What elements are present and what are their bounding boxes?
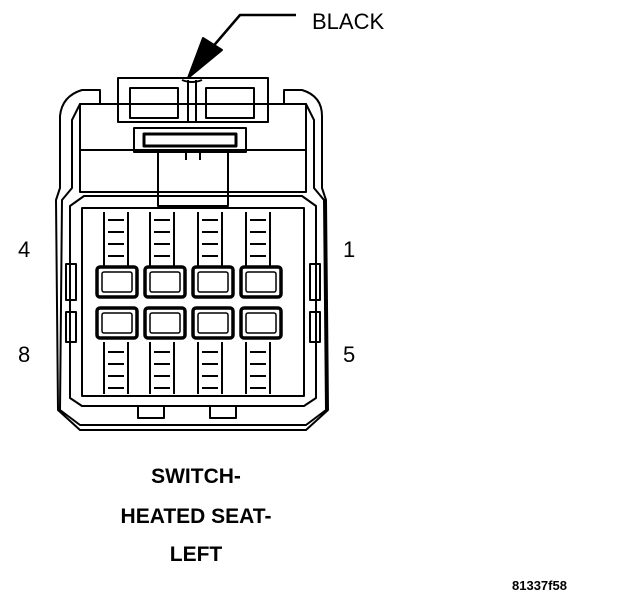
leader-arrow	[187, 37, 223, 79]
housing-outer	[55, 89, 329, 431]
latch-outer	[117, 77, 269, 123]
leader-line	[203, 13, 296, 58]
cavity-row-bottom	[95, 306, 283, 340]
caption-line-2: HEATED SEAT-	[120, 505, 272, 528]
connector-color-label: BLACK	[312, 9, 385, 34]
caption-line-1: SWITCH-	[151, 465, 241, 488]
pin-number-top-right: 1	[343, 237, 356, 262]
inner-body	[69, 195, 317, 407]
pin-number-top-left: 4	[18, 237, 31, 262]
lower-terminals	[103, 342, 271, 394]
caption-line-3: LEFT	[169, 543, 223, 566]
pin-number-bottom-left: 8	[18, 342, 31, 367]
upper-terminals	[103, 212, 271, 266]
cavity-row-top	[95, 265, 283, 299]
pin-number-bottom-right: 5	[343, 342, 356, 367]
figure-id: 81337f58	[512, 578, 567, 593]
upper-block	[79, 103, 307, 193]
